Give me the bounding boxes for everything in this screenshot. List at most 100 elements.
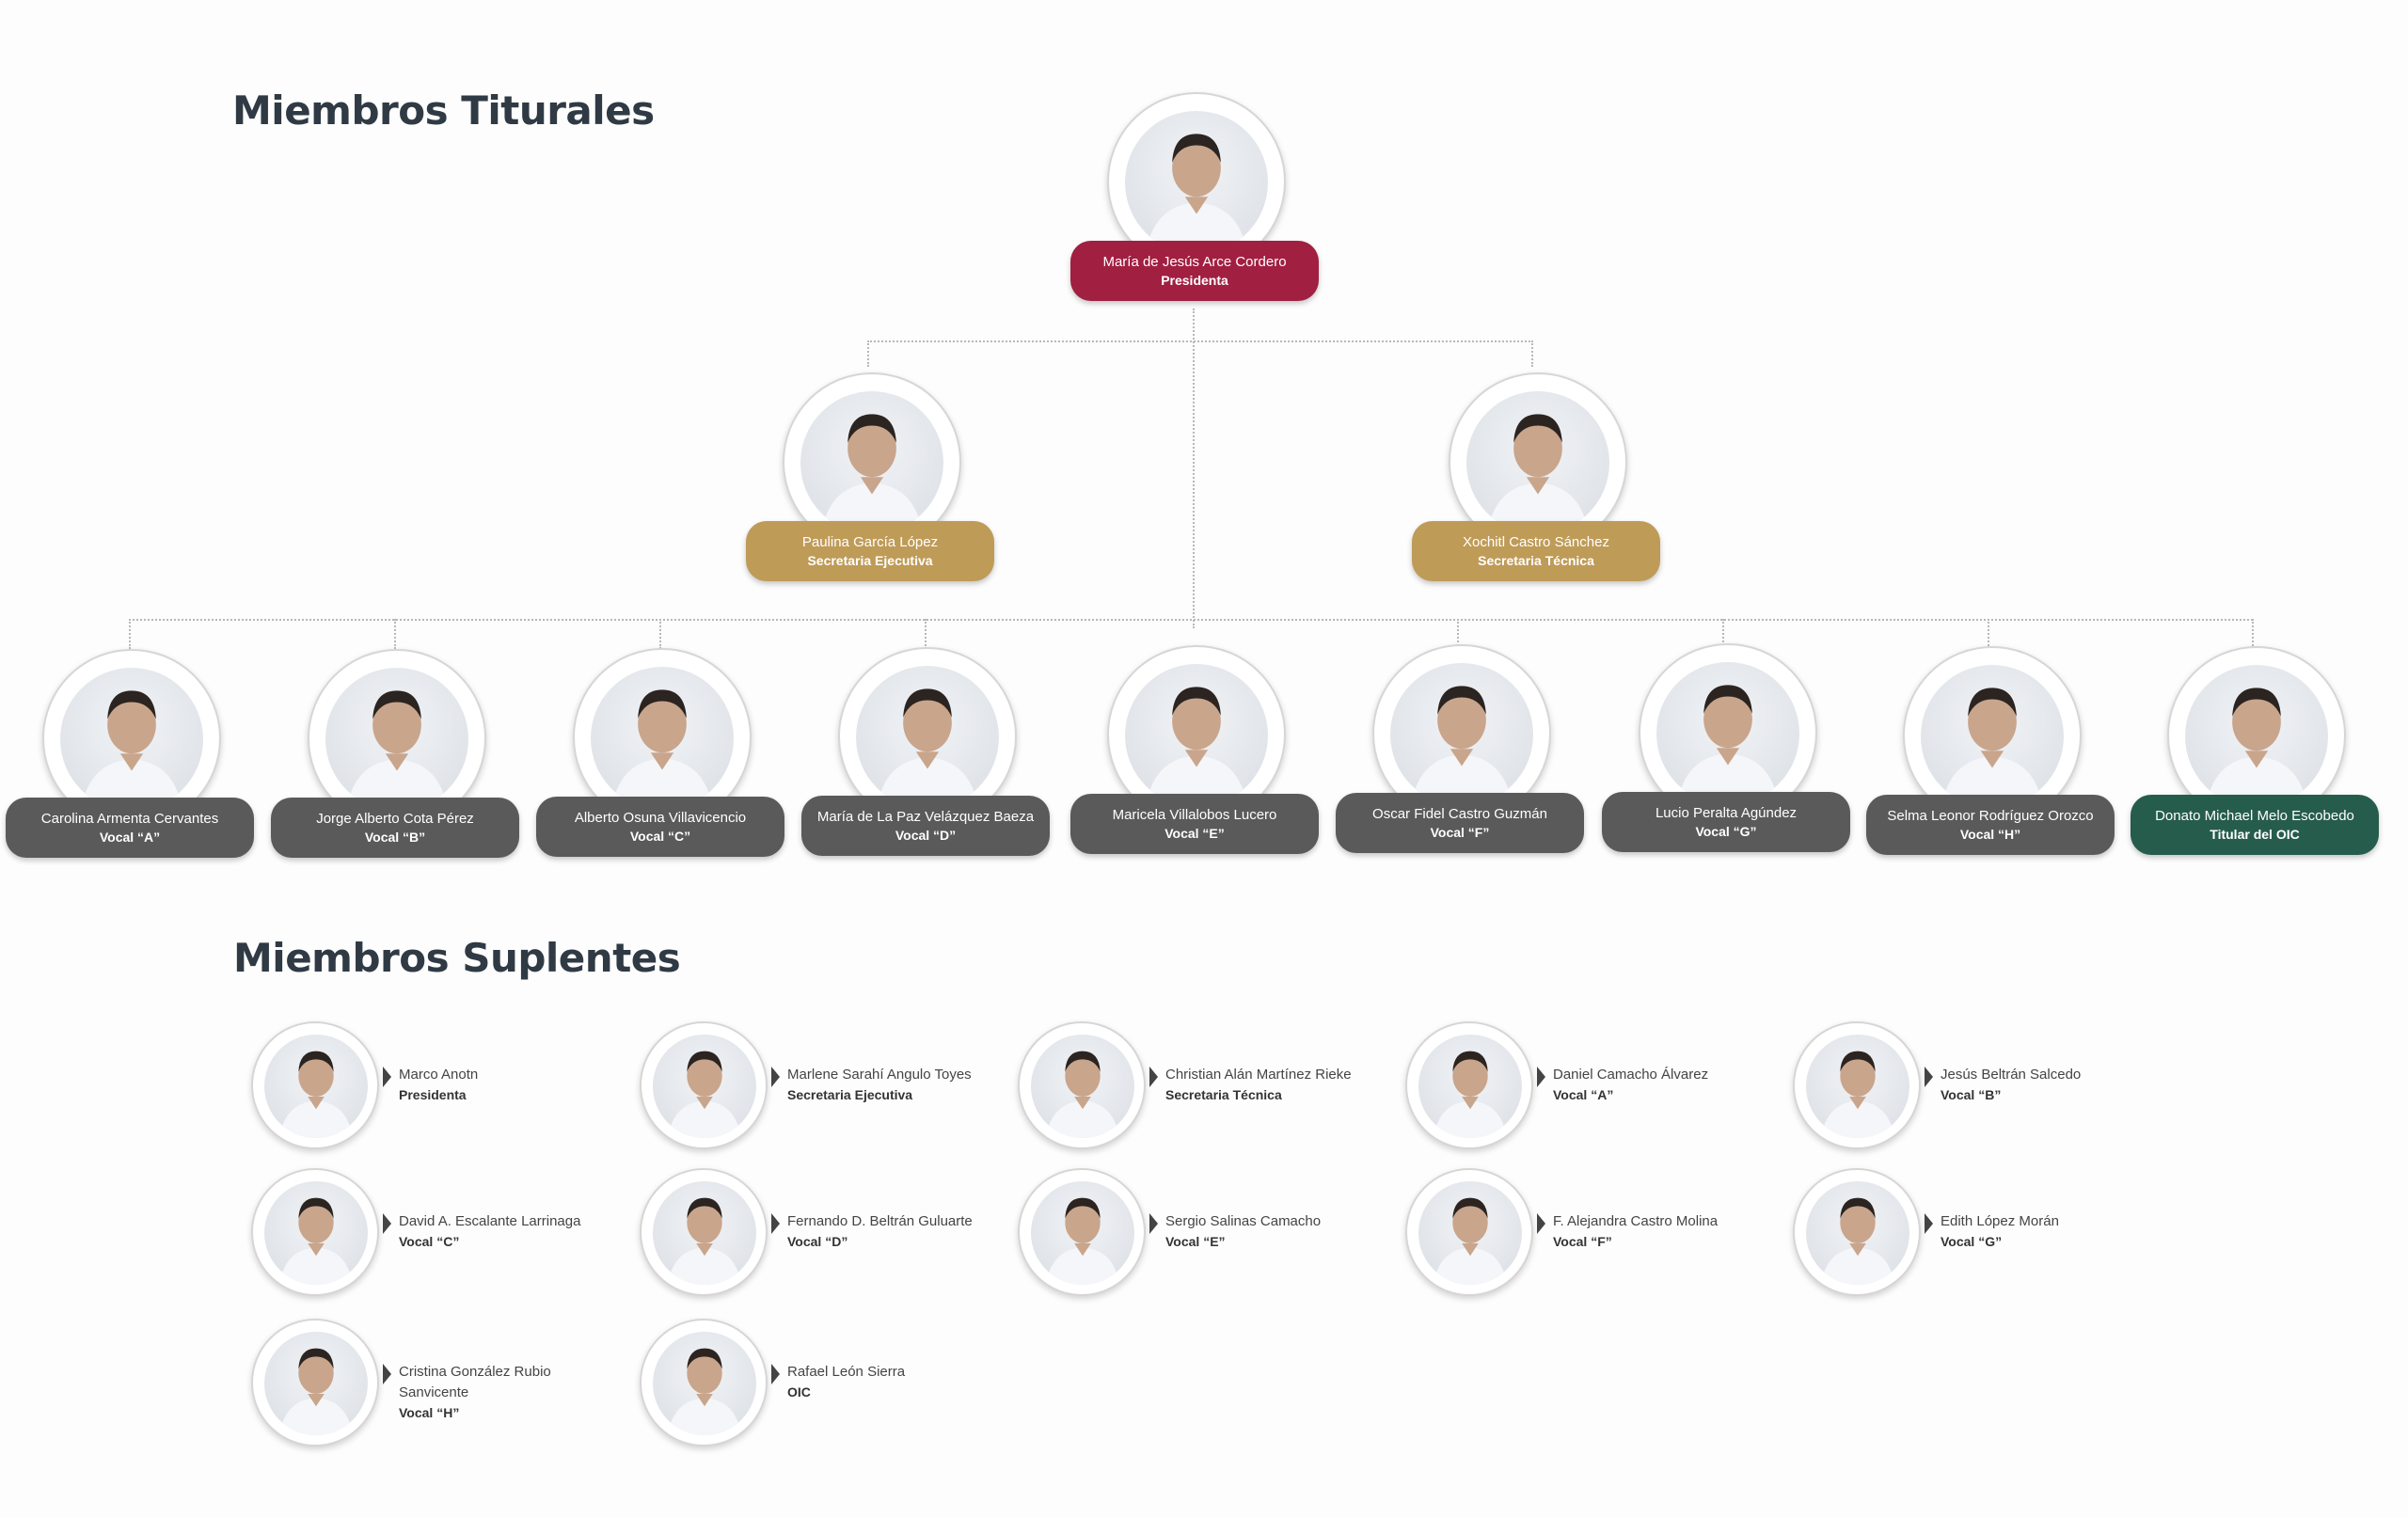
member-card-vocal-d: María de La Paz Velázquez Baeza Vocal “D… (801, 647, 1050, 882)
caret-right-icon (1149, 1067, 1158, 1087)
suplente-name: Marlene Sarahí Angulo Toyes (787, 1067, 972, 1083)
member-role: Secretaria Técnica (1478, 552, 1594, 568)
member-card-secretaria-ejecutiva: Paulina García López Secretaria Ejecutiv… (746, 372, 994, 608)
avatar-photo (1125, 664, 1268, 807)
suplente-role: Vocal “A” (1553, 1087, 1614, 1102)
avatar-frame (640, 1319, 768, 1447)
connector-line (867, 340, 1533, 342)
avatar-photo (1031, 1181, 1134, 1285)
section-title-titulares: Miembros Titurales (232, 87, 655, 134)
avatar-frame (1018, 1021, 1146, 1149)
suplente-role: Vocal “B” (1941, 1087, 2002, 1102)
caret-right-icon (771, 1067, 780, 1087)
avatar-photo (325, 668, 468, 811)
member-card-secretaria-tecnica: Xochitl Castro Sánchez Secretaria Técnic… (1412, 372, 1660, 608)
member-role: Secretaria Ejecutiva (807, 552, 933, 568)
member-card-vocal-b: Jorge Alberto Cota Pérez Vocal “B” (271, 649, 519, 884)
avatar-photo (1921, 665, 2064, 808)
avatar-photo (856, 666, 999, 809)
member-label: Jorge Alberto Cota Pérez Vocal “B” (271, 798, 519, 858)
avatar-photo (800, 391, 943, 534)
member-label: María de La Paz Velázquez Baeza Vocal “D… (801, 796, 1050, 856)
member-name: Oscar Fidel Castro Guzmán (1372, 805, 1547, 822)
member-role: Vocal “F” (1430, 824, 1490, 840)
member-label: Paulina García López Secretaria Ejecutiv… (746, 521, 994, 581)
caret-right-icon (383, 1364, 391, 1384)
suplente-name: Sergio Salinas Camacho (1165, 1213, 1322, 1229)
suplente-name: Cristina González Rubio Sanvicente (399, 1364, 551, 1400)
avatar-frame (1793, 1021, 1921, 1149)
caret-right-icon (1925, 1213, 1933, 1234)
caret-right-icon (383, 1067, 391, 1087)
member-role: Vocal “H” (1959, 826, 2021, 842)
member-label: María de Jesús Arce Cordero Presidenta (1070, 241, 1319, 301)
caret-right-icon (383, 1213, 391, 1234)
member-role: Vocal “B” (364, 829, 426, 845)
member-name: Selma Leonor Rodríguez Orozco (1887, 807, 2094, 824)
connector-line (867, 340, 869, 367)
member-card-vocal-c: Alberto Osuna Villavicencio Vocal “C” (536, 648, 784, 883)
avatar-frame (1793, 1168, 1921, 1296)
section-title-suplentes: Miembros Suplentes (233, 935, 681, 981)
suplente-name: F. Alejandra Castro Molina (1553, 1213, 1719, 1229)
suplente-role: Vocal “H” (399, 1405, 460, 1420)
suplente-name: Edith López Morán (1941, 1213, 2059, 1229)
member-name: María de Jesús Arce Cordero (1102, 253, 1287, 270)
connector-line (129, 619, 2253, 621)
suplente-role: Vocal “C” (399, 1234, 460, 1249)
suplente-name: Fernando D. Beltrán Guluarte (787, 1213, 973, 1229)
caret-right-icon (771, 1364, 780, 1384)
member-role: Presidenta (1161, 272, 1228, 288)
avatar-photo (653, 1332, 756, 1435)
member-label: Selma Leonor Rodríguez Orozco Vocal “H” (1866, 795, 2115, 855)
member-role: Vocal “G” (1695, 823, 1757, 839)
caret-right-icon (1537, 1213, 1545, 1234)
avatar-photo (653, 1181, 756, 1285)
connector-line (1457, 619, 1459, 649)
member-role: Vocal “E” (1164, 825, 1225, 841)
avatar-photo (653, 1035, 756, 1138)
avatar-photo (1418, 1181, 1522, 1285)
suplente-name: Rafael León Sierra (787, 1364, 906, 1380)
member-role: Vocal “D” (895, 827, 957, 843)
member-label: Donato Michael Melo Escobedo Titular del… (2131, 795, 2379, 855)
member-name: Carolina Armenta Cervantes (40, 810, 219, 827)
member-label: Carolina Armenta Cervantes Vocal “A” (6, 798, 254, 858)
avatar-photo (2185, 665, 2328, 808)
connector-line (2252, 619, 2254, 649)
member-label: Oscar Fidel Castro Guzmán Vocal “F” (1336, 793, 1584, 853)
avatar-photo (1418, 1035, 1522, 1138)
member-card-vocal-e: Maricela Villalobos Lucero Vocal “E” (1070, 645, 1319, 880)
member-name: Xochitl Castro Sánchez (1463, 533, 1609, 550)
member-name: Maricela Villalobos Lucero (1112, 806, 1277, 823)
suplente-name: David A. Escalante Larrinaga (399, 1213, 581, 1229)
member-card-titular-oic: Donato Michael Melo Escobedo Titular del… (2131, 646, 2379, 881)
member-role: Vocal “C” (629, 828, 691, 844)
avatar-photo (264, 1332, 368, 1435)
member-role: Titular del OIC (2210, 826, 2300, 842)
caret-right-icon (1925, 1067, 1933, 1087)
connector-line (659, 619, 661, 649)
suplente-name: Christian Alán Martínez Rieke (1165, 1067, 1352, 1083)
avatar-frame (1405, 1168, 1533, 1296)
avatar-photo (591, 667, 734, 810)
avatar-frame (251, 1168, 379, 1296)
avatar-photo (264, 1035, 368, 1138)
avatar-frame (1405, 1021, 1533, 1149)
caret-right-icon (1537, 1067, 1545, 1087)
avatar-photo (1466, 391, 1609, 534)
avatar-photo (1806, 1035, 1909, 1138)
member-label: Alberto Osuna Villavicencio Vocal “C” (536, 797, 784, 857)
suplente-name: Daniel Camacho Álvarez (1553, 1067, 1709, 1083)
connector-line (1193, 308, 1195, 628)
member-card-vocal-a: Carolina Armenta Cervantes Vocal “A” (6, 649, 254, 884)
